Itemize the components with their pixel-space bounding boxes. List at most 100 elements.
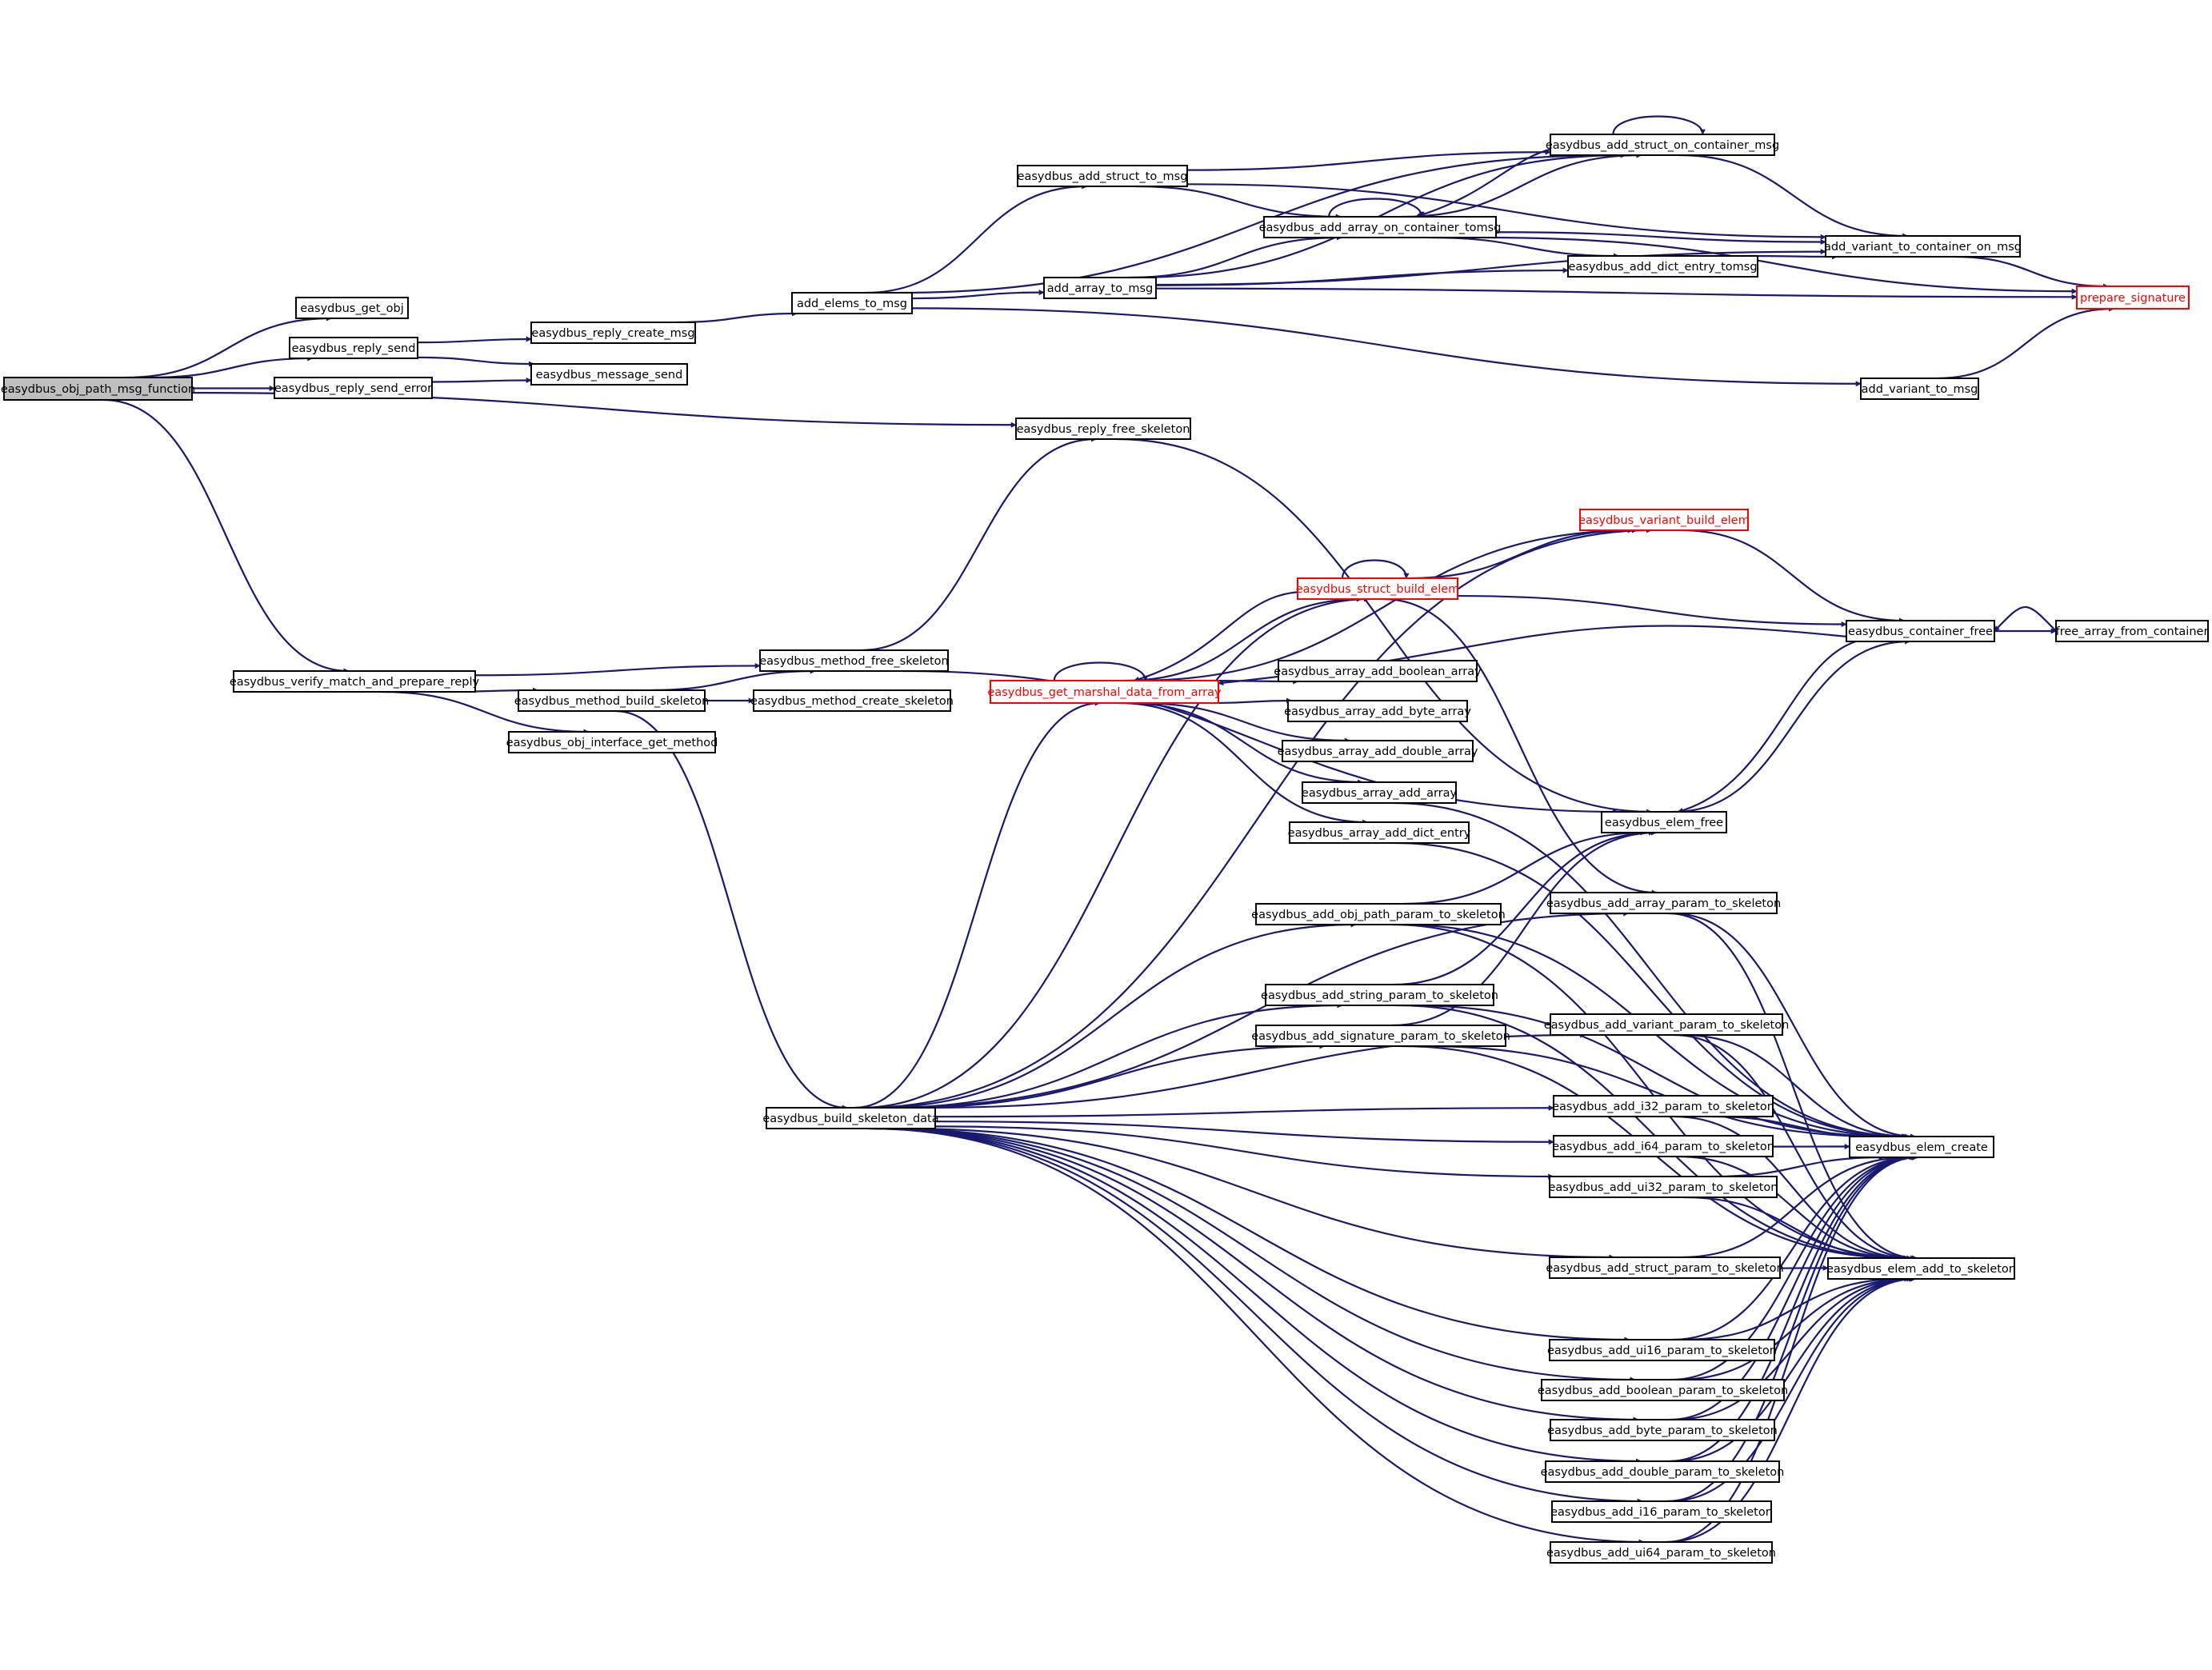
node-box xyxy=(1541,1379,1785,1401)
node-message-send[interactable]: easydbus_message_send xyxy=(530,363,688,386)
node-add-i16-param[interactable]: easydbus_add_i16_param_to_skeleton xyxy=(1550,1500,1773,1523)
node-array-add-dict-entry[interactable]: easydbus_array_add_dict_entry xyxy=(1288,821,1471,844)
node-add-i32-param[interactable]: easydbus_add_i32_param_to_skeleton xyxy=(1552,1095,1774,1117)
node-box xyxy=(1289,821,1470,844)
node-array-add-double-array[interactable]: easydbus_array_add_double_array xyxy=(1278,740,1478,762)
node-array-add-boolean-array[interactable]: easydbus_array_add_boolean_array xyxy=(1274,660,1482,682)
node-build-skeleton-data[interactable]: easydbus_build_skeleton_data xyxy=(762,1107,939,1129)
edge-verify_match-to-method_free_skeleton xyxy=(474,662,761,677)
node-reply-send-error[interactable]: easydbus_reply_send_error xyxy=(274,377,433,399)
node-label: easydbus_add_boolean_param_to_skeleton xyxy=(1538,1384,1788,1397)
node-method-create-skeleton[interactable]: easydbus_method_create_skeleton xyxy=(750,689,954,712)
node-reply-create-msg[interactable]: easydbus_reply_create_msg xyxy=(530,322,696,344)
node-add-variant-to-msg[interactable]: add_variant_to_msg xyxy=(1860,378,1979,400)
node-variant-build-elem[interactable]: easydbus_variant_build_elem xyxy=(1578,509,1750,531)
node-root[interactable]: easydbus_obj_path_msg_function xyxy=(1,377,195,401)
edge-build_skeleton_data-to-add_byte_param xyxy=(874,1127,1639,1423)
edge-add_array_on_container_tomsg-to-add_array_on_container_tomsg xyxy=(1328,198,1425,218)
node-label: easydbus_get_obj xyxy=(300,302,404,315)
node-box xyxy=(295,297,409,319)
node-box xyxy=(274,377,433,399)
edge-add_i32_param-to-elem_add_to_skeleton xyxy=(1674,1115,1913,1261)
node-box xyxy=(990,680,1219,704)
edge-array_add_array-to-elem_create xyxy=(1393,801,1909,1140)
node-add-elems-to-msg[interactable]: add_elems_to_msg xyxy=(791,292,913,314)
node-add-boolean-param[interactable]: easydbus_add_boolean_param_to_skeleton xyxy=(1538,1379,1788,1401)
node-obj-interface-get-method[interactable]: easydbus_obj_interface_get_method xyxy=(506,731,718,753)
node-add-dict-entry-tomsg[interactable]: easydbus_add_dict_entry_tomsg xyxy=(1567,255,1758,278)
node-box xyxy=(1282,740,1474,762)
node-reply-send[interactable]: easydbus_reply_send xyxy=(289,337,418,359)
node-add-string-param[interactable]: easydbus_add_string_param_to_skeleton xyxy=(1261,984,1498,1006)
node-get-obj[interactable]: easydbus_get_obj xyxy=(295,297,409,319)
node-add-ui16-param[interactable]: easydbus_add_ui16_param_to_skeleton xyxy=(1547,1339,1777,1361)
edge-variant_build_elem-to-container_free xyxy=(1681,529,1906,624)
edge-build_skeleton_data-to-add_string_param xyxy=(886,1002,1343,1109)
nodes-layer: easydbus_obj_path_msg_function easydbus_g… xyxy=(1,134,2209,1564)
node-box xyxy=(1549,1176,1778,1198)
edge-method_build_skeleton-to-build_skeleton_data xyxy=(615,709,848,1111)
node-box xyxy=(1263,216,1497,238)
node-elem-create[interactable]: easydbus_elem_create xyxy=(1849,1136,1994,1158)
node-label: easydbus_reply_create_msg xyxy=(531,327,694,340)
node-method-build-skeleton[interactable]: easydbus_method_build_skeleton xyxy=(514,689,710,712)
node-label: easydbus_add_signature_param_to_skeleton xyxy=(1251,1030,1510,1043)
node-box xyxy=(1601,811,1727,833)
node-label: easydbus_add_double_param_to_skeleton xyxy=(1541,1466,1785,1479)
node-container-free[interactable]: easydbus_container_free xyxy=(1846,620,1995,642)
node-add-array-param[interactable]: easydbus_add_array_param_to_skeleton xyxy=(1546,892,1781,914)
node-add-ui64-param[interactable]: easydbus_add_ui64_param_to_skeleton xyxy=(1546,1541,1776,1564)
node-label: easydbus_reply_send xyxy=(292,342,416,355)
node-add-obj-path-param[interactable]: easydbus_add_obj_path_param_to_skeleton xyxy=(1251,903,1506,925)
edge-add_signature_param-to-elem_free xyxy=(1391,829,1658,1027)
edge-add_struct_on_container_msg-to-add_variant_to_container_on_msg xyxy=(1678,154,1909,239)
node-add-signature-param[interactable]: easydbus_add_signature_param_to_skeleton xyxy=(1251,1025,1510,1047)
node-label: add_variant_to_msg xyxy=(1862,383,1978,396)
edge-add_ui64_param-to-elem_add_to_skeleton xyxy=(1667,1276,1917,1544)
node-label: easydbus_add_i64_param_to_skeleton xyxy=(1552,1141,1774,1153)
node-verify-match[interactable]: easydbus_verify_match_and_prepare_reply xyxy=(230,670,480,693)
edge-get_marshal_data-to-array_add_byte_array xyxy=(1211,697,1292,705)
node-box xyxy=(2076,286,2190,310)
node-free-array-from-container[interactable]: free_array_from_container xyxy=(2055,620,2209,642)
node-label: easydbus_add_struct_param_to_skeleton xyxy=(1546,1262,1783,1275)
edge-get_marshal_data-to-get_marshal_data xyxy=(1053,661,1149,681)
edge-add_boolean_param-to-elem_add_to_skeleton xyxy=(1677,1276,1910,1381)
node-add-byte-param[interactable]: easydbus_add_byte_param_to_skeleton xyxy=(1547,1419,1778,1441)
edge-verify_match-to-obj_interface_get_method xyxy=(381,690,590,735)
node-add-struct-to-msg[interactable]: easydbus_add_struct_to_msg xyxy=(1017,165,1188,187)
edge-get_marshal_data-to-array_add_array xyxy=(1126,701,1363,785)
node-box xyxy=(759,649,949,672)
node-label: easydbus_add_dict_entry_tomsg xyxy=(1568,261,1757,274)
edge-build_skeleton_data-to-add_double_param xyxy=(871,1127,1642,1464)
node-add-struct-on-container-msg[interactable]: easydbus_add_struct_on_container_msg xyxy=(1546,134,1779,156)
node-box xyxy=(1550,1419,1775,1441)
node-add-variant-to-container-on-msg[interactable]: add_variant_to_container_on_msg xyxy=(1824,235,2022,258)
node-prepare-signature[interactable]: prepare_signature xyxy=(2076,286,2190,310)
node-box xyxy=(1302,781,1457,804)
node-box xyxy=(3,377,193,401)
node-add-variant-param[interactable]: easydbus_add_variant_param_to_skeleton xyxy=(1544,1013,1790,1036)
node-add-struct-param[interactable]: easydbus_add_struct_param_to_skeleton xyxy=(1546,1256,1784,1279)
edge-get_marshal_data-to-variant_build_elem xyxy=(1135,527,1638,682)
node-method-free-skeleton[interactable]: easydbus_method_free_skeleton xyxy=(759,649,949,672)
edge-build_skeleton_data-to-add_i16_param xyxy=(869,1127,1643,1504)
node-box xyxy=(1846,620,1995,642)
node-reply-free-skeleton[interactable]: easydbus_reply_free_skeleton xyxy=(1015,418,1191,440)
node-add-double-param[interactable]: easydbus_add_double_param_to_skeleton xyxy=(1541,1460,1785,1483)
node-label: easydbus_container_free xyxy=(1848,625,1993,638)
node-array-add-array[interactable]: easydbus_array_add_array xyxy=(1302,781,1458,804)
edges-layer xyxy=(102,115,2114,1545)
node-add-array-on-container-tomsg[interactable]: easydbus_add_array_on_container_tomsg xyxy=(1259,216,1502,238)
node-add-ui32-param[interactable]: easydbus_add_ui32_param_to_skeleton xyxy=(1549,1176,1778,1198)
node-array-add-byte-array[interactable]: easydbus_array_add_byte_array xyxy=(1284,700,1471,722)
edge-add_obj_path_param-to-elem_free xyxy=(1403,829,1646,905)
node-elem-add-to-skeleton[interactable]: easydbus_elem_add_to_skeleton xyxy=(1826,1257,2016,1280)
node-get-marshal-data[interactable]: easydbus_get_marshal_data_from_array xyxy=(987,680,1222,704)
node-add-array-to-msg[interactable]: add_array_to_msg xyxy=(1043,277,1157,299)
node-struct-build-elem[interactable]: easydbus_struct_build_elem xyxy=(1296,577,1460,600)
edge-add_variant_to_msg-to-prepare_signature xyxy=(1937,306,2114,380)
node-add-i64-param[interactable]: easydbus_add_i64_param_to_skeleton xyxy=(1552,1135,1774,1157)
node-elem-free[interactable]: easydbus_elem_free xyxy=(1601,811,1727,833)
edge-method_build_skeleton-to-method_free_skeleton xyxy=(650,668,816,692)
